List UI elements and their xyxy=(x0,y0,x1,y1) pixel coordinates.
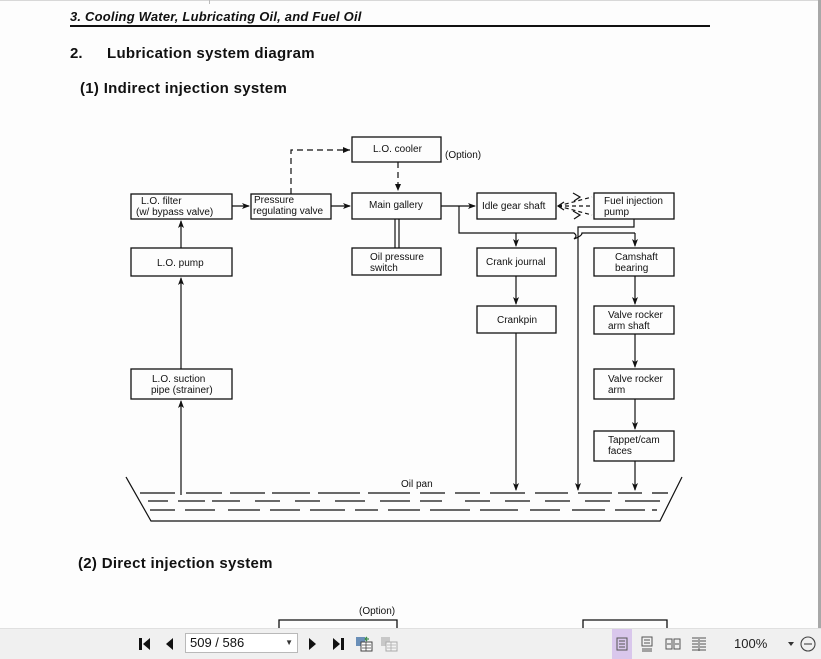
previous-view-button[interactable] xyxy=(353,629,375,659)
next-view-icon xyxy=(381,637,398,652)
box-camshaft-bearing xyxy=(593,247,675,277)
flow-fuel-pump-return xyxy=(575,219,635,491)
oil-pan-outline xyxy=(125,476,683,522)
page-number-value: 509 / 586 xyxy=(190,635,245,650)
box-tappet-cam xyxy=(593,430,675,462)
oil-surface-dashes xyxy=(140,492,668,511)
label-oil-pressure-switch-2: switch xyxy=(370,263,398,274)
label-oil-pressure-switch-1: Oil pressure xyxy=(370,252,424,263)
label-lo-filter-2: (w/ bypass valve) xyxy=(136,207,213,218)
flow-valve-to-cooler-dashed xyxy=(290,149,350,194)
arrowhead-pump-bottom xyxy=(572,210,582,220)
previous-page-icon xyxy=(166,638,173,650)
label-valve-rocker-arm-1: Valve rocker xyxy=(608,374,664,385)
lubrication-diagram: L.O. filter (w/ bypass valve) Pressure r… xyxy=(125,136,683,628)
label-tappet-cam-1: Tappet/cam xyxy=(608,435,660,446)
next-page-button[interactable] xyxy=(304,629,322,659)
subsection-direct-title: (2) Direct injection system xyxy=(78,555,273,572)
last-page-button[interactable] xyxy=(328,629,348,659)
chapter-header: 3. Cooling Water, Lubricating Oil, and F… xyxy=(70,9,362,24)
arrowhead-idle-gear-open xyxy=(556,201,565,211)
label-crank-journal: Crank journal xyxy=(486,257,545,268)
arrowhead-gallery-in xyxy=(395,184,401,191)
previous-page-button[interactable] xyxy=(160,629,178,659)
subsection-indirect-title: (1) Indirect injection system xyxy=(80,80,288,97)
last-page-icon xyxy=(333,638,344,650)
navigation-toolbar xyxy=(0,628,821,659)
page-top-border xyxy=(0,0,818,1)
header-rule xyxy=(70,25,710,27)
idle-gear-to-pump-dashed-b xyxy=(557,196,593,207)
continuous-view-icon xyxy=(641,636,653,652)
label-fuel-injection-pump-1: Fuel injection xyxy=(604,196,663,207)
label-lo-suction-pipe-2: pipe (strainer) xyxy=(151,385,213,396)
label-camshaft-bearing-1: Camshaft xyxy=(615,252,658,263)
continuous-view-button[interactable] xyxy=(637,629,657,659)
first-page-button[interactable] xyxy=(135,629,155,659)
box-partial-right xyxy=(582,619,668,628)
label-idle-gear-shaft: Idle gear shaft xyxy=(482,201,546,212)
label-crankpin: Crankpin xyxy=(497,315,537,326)
continuous-facing-view-button[interactable] xyxy=(688,629,710,659)
box-partial-option xyxy=(278,619,398,628)
vertical-scrollbar[interactable] xyxy=(818,0,821,628)
single-page-view-button[interactable] xyxy=(612,629,632,659)
idle-gear-to-pump-dashed-c xyxy=(557,205,593,216)
section-number: 2. xyxy=(70,45,83,62)
zoom-dropdown-button[interactable] xyxy=(786,629,796,659)
zoom-out-icon xyxy=(800,636,816,652)
box-oil-pressure-switch xyxy=(351,247,442,276)
zoom-out-button[interactable] xyxy=(798,629,818,659)
label-pressure-valve-1: Pressure xyxy=(254,195,294,206)
label-cooler-option: (Option) xyxy=(445,150,481,161)
arrowhead-cooler-in xyxy=(343,147,350,153)
label-camshaft-bearing-2: bearing xyxy=(615,263,648,274)
continuous-facing-view-icon xyxy=(692,637,706,651)
label-lo-pump: L.O. pump xyxy=(157,258,204,269)
label-main-gallery: Main gallery xyxy=(369,200,423,211)
arrowhead-pump-top xyxy=(572,192,582,202)
facing-view-icon xyxy=(665,638,681,650)
page-number-input[interactable]: 509 / 586 ▼ xyxy=(185,633,298,653)
label-lo-suction-pipe-1: L.O. suction xyxy=(152,374,205,385)
chevron-down-icon xyxy=(788,642,794,646)
box-lo-cooler xyxy=(351,136,442,163)
label-valve-rocker-arm-2: arm xyxy=(608,385,625,396)
document-page: 3. Cooling Water, Lubricating Oil, and F… xyxy=(0,0,818,628)
label-tappet-cam-2: faces xyxy=(608,446,632,457)
section-title: Lubrication system diagram xyxy=(107,45,315,62)
flow-branch-to-crank-camshaft xyxy=(458,206,635,240)
page-dropdown-icon[interactable]: ▼ xyxy=(285,638,293,647)
label-pressure-valve-2: regulating valve xyxy=(253,206,323,217)
box-valve-rocker-arm xyxy=(593,368,675,400)
label-valve-rocker-arm-shaft-1: Valve rocker xyxy=(608,310,664,321)
previous-view-icon xyxy=(356,636,373,652)
single-page-view-icon xyxy=(616,637,628,651)
zoom-level[interactable]: 100% xyxy=(734,636,768,651)
label-direct-option: (Option) xyxy=(359,606,395,617)
label-lo-filter-1: L.O. filter xyxy=(141,196,182,207)
next-view-button[interactable] xyxy=(378,629,400,659)
label-fuel-injection-pump-2: pump xyxy=(604,207,629,218)
box-idle-gear-shaft xyxy=(476,192,557,220)
label-lo-cooler: L.O. cooler xyxy=(373,144,423,155)
first-page-icon xyxy=(139,638,150,650)
label-valve-rocker-arm-shaft-2: arm shaft xyxy=(608,321,650,332)
box-valve-rocker-arm-shaft xyxy=(593,305,675,335)
page-top-tick xyxy=(209,0,210,4)
facing-view-button[interactable] xyxy=(662,629,684,659)
next-page-icon xyxy=(309,638,316,650)
label-oil-pan: Oil pan xyxy=(401,479,433,490)
